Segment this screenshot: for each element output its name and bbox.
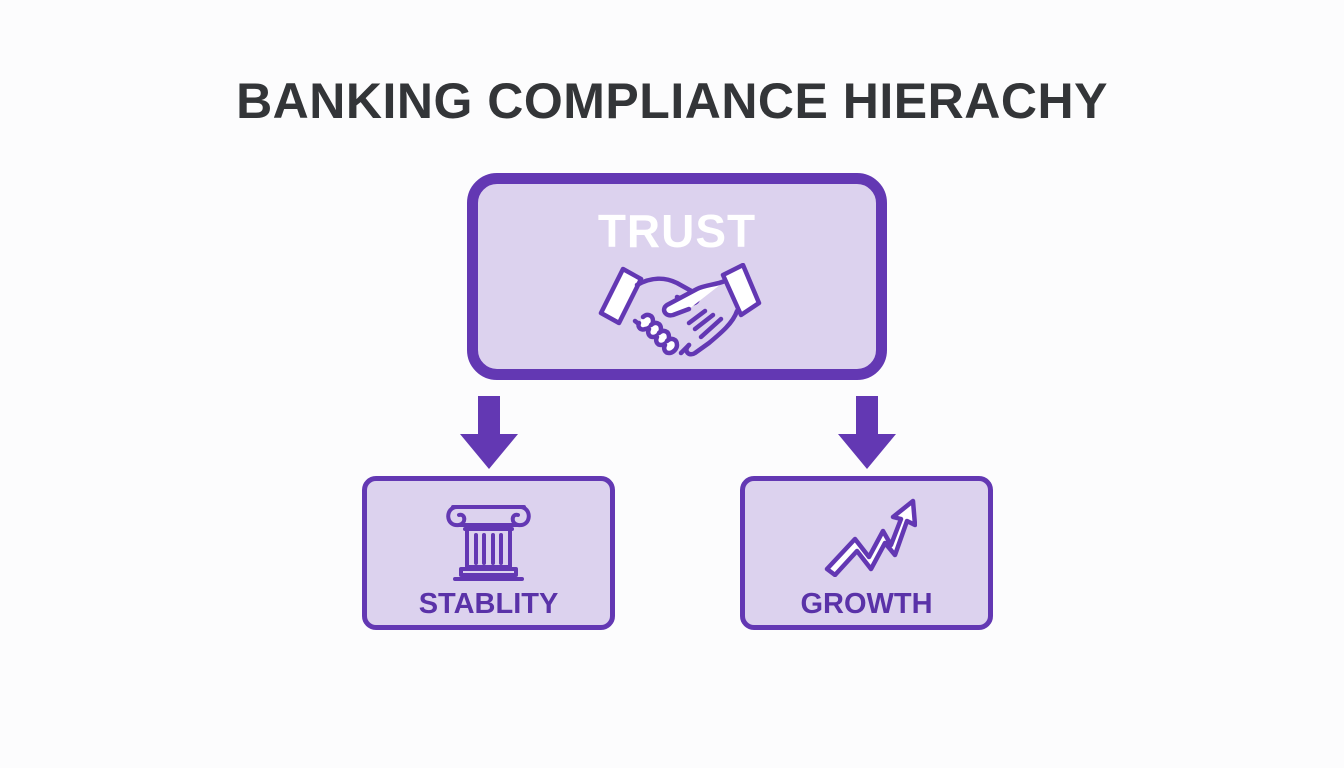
stability-label: STABLITY (418, 588, 559, 620)
growth-node: GROWTH (740, 476, 993, 630)
growth-label: GROWTH (800, 588, 933, 620)
arrow-down-right (838, 396, 896, 469)
arrow-down-left (460, 396, 518, 469)
handshake-icon (598, 263, 762, 357)
pillar-icon (446, 505, 531, 581)
stability-node: STABLITY (362, 476, 615, 630)
trending-up-icon (824, 498, 917, 577)
diagram-title: BANKING COMPLIANCE HIERACHY (236, 73, 1108, 129)
trust-node: TRUST (467, 173, 887, 380)
trust-label: TRUST (597, 205, 757, 257)
